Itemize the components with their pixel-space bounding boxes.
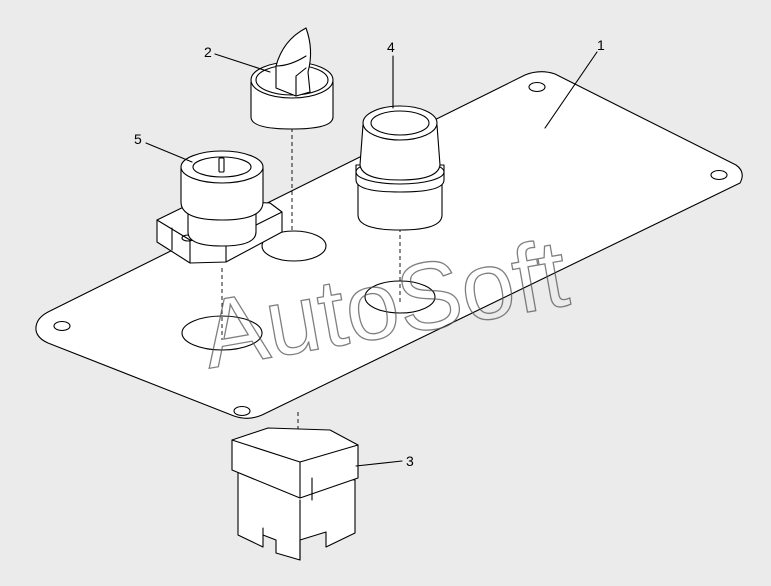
callout-2: 2	[204, 44, 212, 60]
plate-mount-hole	[710, 169, 728, 181]
switch-hole	[261, 230, 327, 262]
signal-lamp	[355, 105, 445, 231]
plate-mount-hole	[53, 320, 71, 332]
lock-hole	[181, 315, 263, 351]
key-slot-icon	[218, 157, 225, 173]
callout-1: 1	[597, 37, 605, 53]
callout-leaders	[145, 51, 598, 467]
plate-mount-hole	[233, 405, 251, 417]
key-lock-switch	[156, 150, 283, 264]
connector-block	[231, 427, 359, 561]
assembly-axes	[221, 128, 401, 444]
callout-4: 4	[387, 39, 395, 55]
mounting-plate	[35, 71, 743, 419]
rotary-switch-knob	[250, 27, 334, 130]
callout-3: 3	[406, 453, 414, 469]
plate-mount-hole	[528, 81, 546, 93]
callout-5: 5	[134, 131, 142, 147]
callout-labels: 1 2 3 4 5	[134, 37, 605, 469]
